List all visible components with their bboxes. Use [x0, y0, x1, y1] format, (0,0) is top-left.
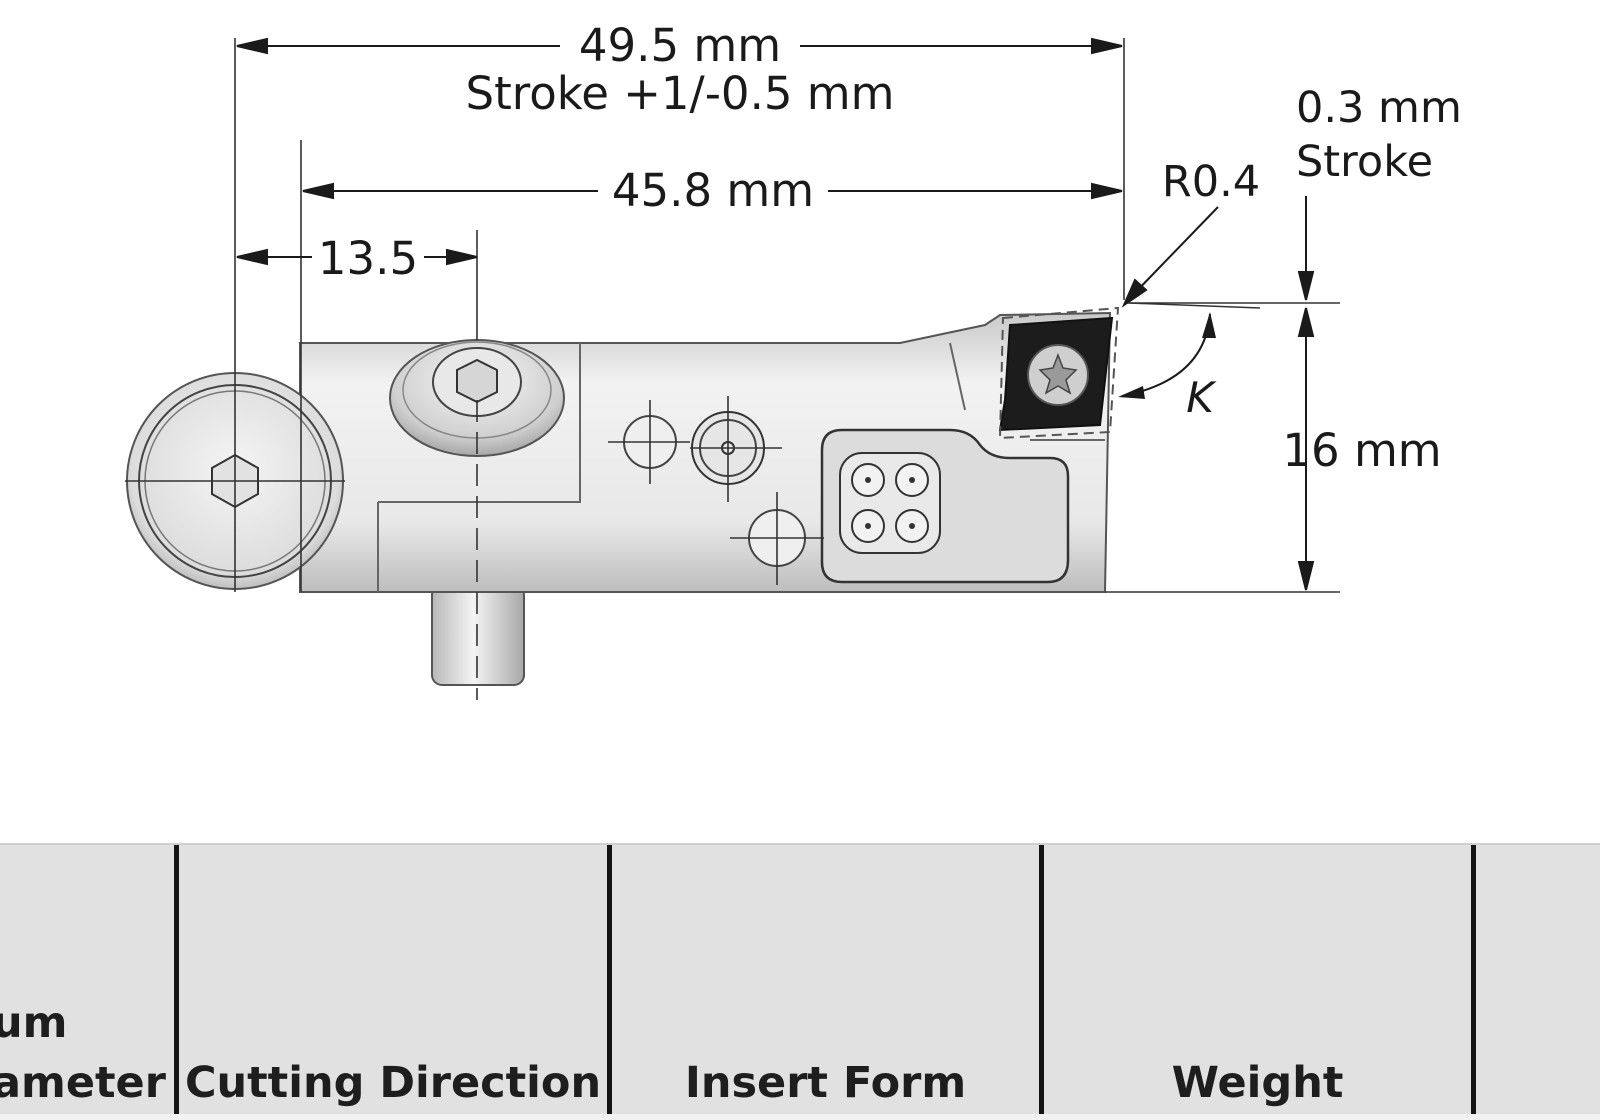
- fine-stroke-value: 0.3 mm: [1296, 83, 1462, 133]
- column-divider: [1039, 845, 1044, 1117]
- stroke-range-label: Stroke +1/-0.5 mm: [466, 67, 895, 120]
- column-divider: [174, 845, 179, 1117]
- insert-outline-dashed: [998, 306, 1120, 440]
- tool-holder-drawing: 49.5 mm Stroke +1/-0.5 mm 45.8 mm 13.5 R…: [125, 19, 1462, 700]
- spec-table-header: um ameter Cutting Direction Insert Form …: [0, 843, 1600, 1117]
- dimension-lines: [236, 37, 1315, 591]
- centre-lines: [125, 38, 1340, 700]
- body-face-lines: [377, 342, 1105, 592]
- column-header-label: Weight: [1171, 1058, 1344, 1108]
- column-header-weight: Weight: [1044, 1053, 1471, 1113]
- column-header-insert-form: Insert Form: [612, 1053, 1039, 1113]
- column-header-cutting-direction: Cutting Direction: [179, 1053, 607, 1113]
- column-header-line1: um: [0, 998, 68, 1048]
- hex-socket-icon: [456, 358, 498, 404]
- fine-stroke-label: Stroke: [1296, 137, 1433, 187]
- column-divider: [1471, 845, 1476, 1117]
- column-header-line2: ameter: [0, 1058, 166, 1108]
- torx-star: [1038, 352, 1078, 395]
- column-header-label: Cutting Direction: [184, 1058, 602, 1108]
- guide-pin: [431, 584, 525, 686]
- screw-cluster: [839, 452, 941, 554]
- column-divider: [607, 845, 612, 1117]
- height-label: 16 mm: [1282, 424, 1441, 477]
- body-length-label: 45.8 mm: [612, 164, 814, 217]
- angle-symbol: K: [1186, 373, 1217, 422]
- column-header-diameter: um ameter: [0, 993, 172, 1113]
- column-header-label: Insert Form: [684, 1058, 967, 1108]
- pivot-offset-label: 13.5: [318, 232, 418, 285]
- page-bottom-edge: [0, 1114, 1600, 1120]
- overall-length-label: 49.5 mm: [579, 19, 781, 72]
- corner-radius-label: R0.4: [1162, 157, 1260, 207]
